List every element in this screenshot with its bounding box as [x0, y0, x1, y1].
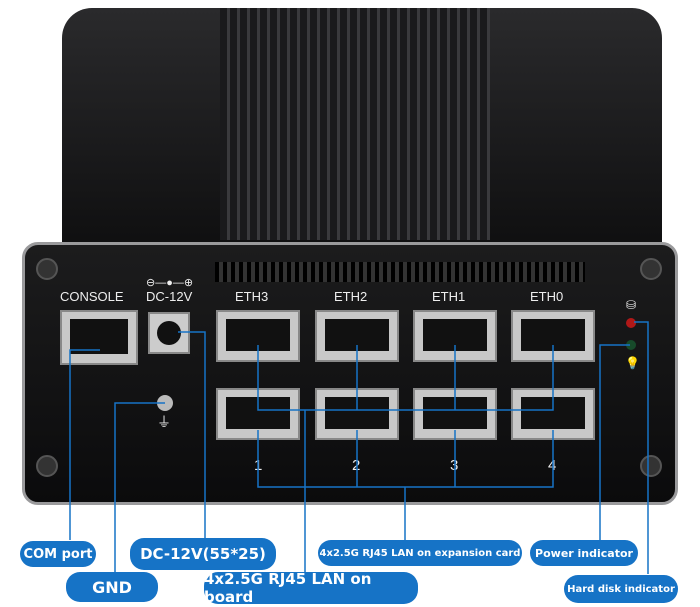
screw-icon: [640, 455, 662, 477]
hard-disk-icon: ⛁: [626, 298, 637, 312]
front-panel: [22, 242, 678, 505]
power-indicator-callout: Power indicator: [530, 540, 638, 566]
screw-icon: [640, 258, 662, 280]
port-number: 4: [548, 457, 557, 474]
ground-icon: ⏚: [157, 414, 171, 430]
dc-callout: DC-12V(55*25): [130, 538, 276, 570]
bulb-icon: 💡: [625, 356, 640, 370]
console-label: CONSOLE: [60, 289, 124, 304]
eth1-label: ETH1: [432, 289, 466, 304]
com-port-callout: COM port: [20, 541, 96, 567]
heatsink-fins: [220, 8, 490, 240]
vent-slots: [215, 262, 585, 282]
polarity-icon: ⊖—●—⊕: [146, 277, 194, 289]
hdd-led: [626, 318, 636, 328]
eth2-label: ETH2: [334, 289, 368, 304]
screw-icon: [36, 455, 58, 477]
console-port[interactable]: [60, 310, 138, 365]
dc-jack[interactable]: [148, 312, 190, 354]
port-number: 3: [450, 457, 459, 474]
eth3-label: ETH3: [235, 289, 269, 304]
power-led: [626, 340, 636, 350]
hdd-indicator-callout: Hard disk indicator: [564, 575, 678, 603]
screw-icon: [36, 258, 58, 280]
eth0-label: ETH0: [530, 289, 564, 304]
gnd-callout: GND: [66, 572, 158, 602]
lan-on-board-callout: 4x2.5G RJ45 LAN on board: [204, 570, 418, 606]
port-number: 2: [352, 457, 361, 474]
dc-label: DC-12V: [146, 289, 193, 304]
lan-expansion-callout: 4x2.5G RJ45 LAN on expansion card: [318, 540, 522, 566]
